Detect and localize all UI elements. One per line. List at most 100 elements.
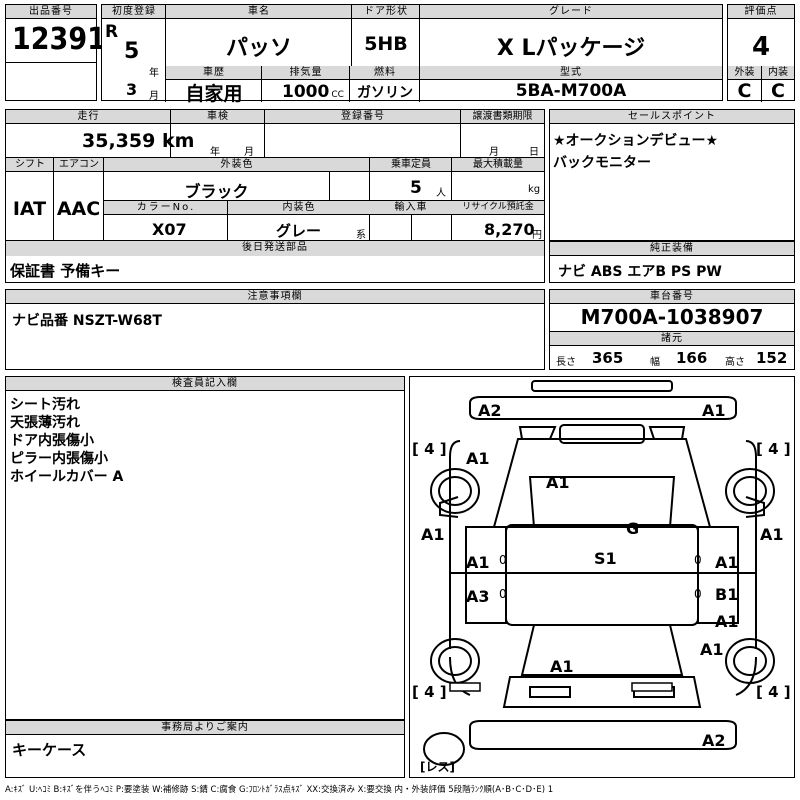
- damage-front-fender-left: A1: [466, 449, 490, 468]
- overall-score: 4: [751, 32, 771, 62]
- reg-month-unit: 月: [149, 91, 159, 102]
- damage-front-door-left: A1: [466, 553, 490, 572]
- equipment-label: 純正装備: [550, 242, 794, 256]
- history: 自家用: [185, 83, 243, 105]
- aircon: AAC: [56, 198, 101, 220]
- chassis-box: 車台番号 M700A-1038907 諸元 長さ 365 幅 166 高さ 15…: [549, 289, 795, 370]
- damage-rear-door-left: A3: [466, 587, 490, 606]
- inspection-year-unit: 年: [210, 147, 220, 158]
- zero-mark-right-front: 0: [694, 553, 702, 567]
- shift: IAT: [12, 198, 47, 220]
- reg-year: 5: [124, 39, 140, 64]
- notes-box: 注意事項欄 ナビ品番 NSZT-W68T: [5, 289, 545, 370]
- score-label: 評価点: [728, 5, 794, 19]
- shift-label: シフト: [6, 158, 54, 172]
- inspector-label: 検査員記入欄: [6, 377, 404, 391]
- import-label: 輸入車: [370, 201, 452, 215]
- model-name: パッソ: [225, 36, 292, 61]
- exterior-score: C: [737, 80, 752, 102]
- sales-point-2: バックモニター: [553, 155, 651, 171]
- damage-rear-bumper: A2: [702, 731, 726, 750]
- displacement-label: 排気量: [262, 66, 350, 80]
- history-label: 車歴: [166, 66, 262, 80]
- model-name-label: 車名: [166, 5, 352, 19]
- mileage-label: 走行: [6, 110, 171, 124]
- damage-right-pillar: A1: [760, 525, 784, 544]
- ext-color: ブラック: [184, 182, 249, 201]
- inspector-note-1: シート汚れ: [10, 397, 80, 413]
- equipment-box: 純正装備 ナビ ABS エアB PS PW: [549, 241, 795, 283]
- inspection-month-unit: 月: [244, 147, 254, 158]
- dimensions-label: 諸元: [550, 331, 794, 346]
- damage-left-pillar: A1: [421, 525, 445, 544]
- zero-mark-left-front: 0: [499, 553, 507, 567]
- lot-number-label: 出品番号: [6, 5, 96, 19]
- door-type: 5HB: [364, 33, 408, 55]
- damage-front-bumper-right: A1: [702, 401, 726, 420]
- length-label: 長さ: [556, 357, 576, 368]
- transfer-month-unit: 月: [489, 147, 499, 158]
- inspector-note-5: ホイールカバー A: [10, 469, 124, 485]
- height-label: 高さ: [725, 357, 745, 368]
- model-code: 5BA-M700A: [515, 81, 627, 101]
- model-code-label: 型式: [420, 66, 722, 80]
- mileage: 35,359 km: [82, 130, 194, 152]
- ext-color-label: 外装色: [104, 158, 370, 172]
- damage-rear-door-right-b: B1: [715, 585, 739, 604]
- recycle-fee: 8,270: [484, 220, 535, 239]
- notes-label: 注意事項欄: [6, 290, 544, 304]
- transfer-label: 譲渡書類期限: [461, 110, 544, 124]
- int-color-label: 内装色: [228, 201, 370, 215]
- notes: ナビ品番 NSZT-W68T: [12, 313, 162, 329]
- tire-front-right: [ 4 ]: [756, 440, 791, 458]
- lot-number-box: 出品番号 12391: [5, 4, 106, 101]
- damage-trunk: A1: [550, 657, 574, 676]
- capacity-label: 乗車定員: [370, 158, 452, 172]
- interior-score: C: [771, 80, 785, 102]
- reg-year-unit: 年: [149, 68, 159, 79]
- zero-mark-right-rear: 0: [694, 587, 702, 601]
- width: 166: [676, 349, 708, 367]
- length: 365: [592, 349, 624, 367]
- damage-roof: S1: [594, 549, 617, 568]
- color-no: X07: [152, 220, 187, 239]
- damage-front-bumper-left: A2: [478, 401, 502, 420]
- chassis-number: M700A-1038907: [580, 305, 764, 329]
- inspector-note-3: ドア内張傷小: [10, 433, 94, 449]
- color-no-label: カラーNo.: [104, 201, 228, 215]
- sales-point-box: セールスポイント ★オークションデビュー★ バックモニター: [549, 109, 795, 241]
- chassis-label: 車台番号: [550, 290, 794, 304]
- car-outline: [423, 380, 775, 766]
- max-load-label: 最大積載量: [452, 158, 544, 172]
- zero-mark-left-rear: 0: [499, 587, 507, 601]
- first-reg-label: 初度登録: [102, 5, 166, 19]
- spare-tire-mark: [レス]: [420, 760, 455, 774]
- transfer-day-unit: 日: [529, 147, 539, 158]
- mileage-value: 35,359: [82, 130, 156, 152]
- plate-label: 登録番号: [265, 110, 461, 124]
- fuel-label: 燃料: [350, 66, 420, 80]
- fuel: ガソリン: [357, 85, 413, 101]
- capacity: 5: [410, 178, 422, 198]
- damage-rear-door-right-a: A1: [715, 612, 739, 631]
- sales-point-1: ★オークションデビュー★: [553, 133, 719, 149]
- damage-front-door-right: A1: [715, 553, 739, 572]
- damage-hood: A1: [546, 473, 570, 492]
- tire-rear-left: [ 4 ]: [412, 683, 447, 701]
- inspection-label: 車検: [171, 110, 265, 124]
- reg-month: 3: [126, 80, 138, 99]
- damage-windshield: G: [626, 519, 640, 538]
- later-parts-label: 後日発送部品: [6, 241, 544, 256]
- equipment: ナビ ABS エアB PS PW: [558, 264, 722, 280]
- recycle-unit: 円: [532, 230, 542, 241]
- lot-number: 12391: [12, 22, 106, 57]
- tire-rear-right: [ 4 ]: [756, 683, 791, 701]
- later-parts: 保証書 予備キー: [10, 262, 121, 280]
- tire-front-left: [ 4 ]: [412, 440, 447, 458]
- max-load-unit: kg: [528, 184, 541, 195]
- inspector-note-4: ピラー内張傷小: [10, 451, 108, 467]
- office-note: キーケース: [12, 741, 87, 759]
- displacement-value: 1000: [282, 82, 330, 102]
- exterior-label: 外装: [728, 66, 761, 80]
